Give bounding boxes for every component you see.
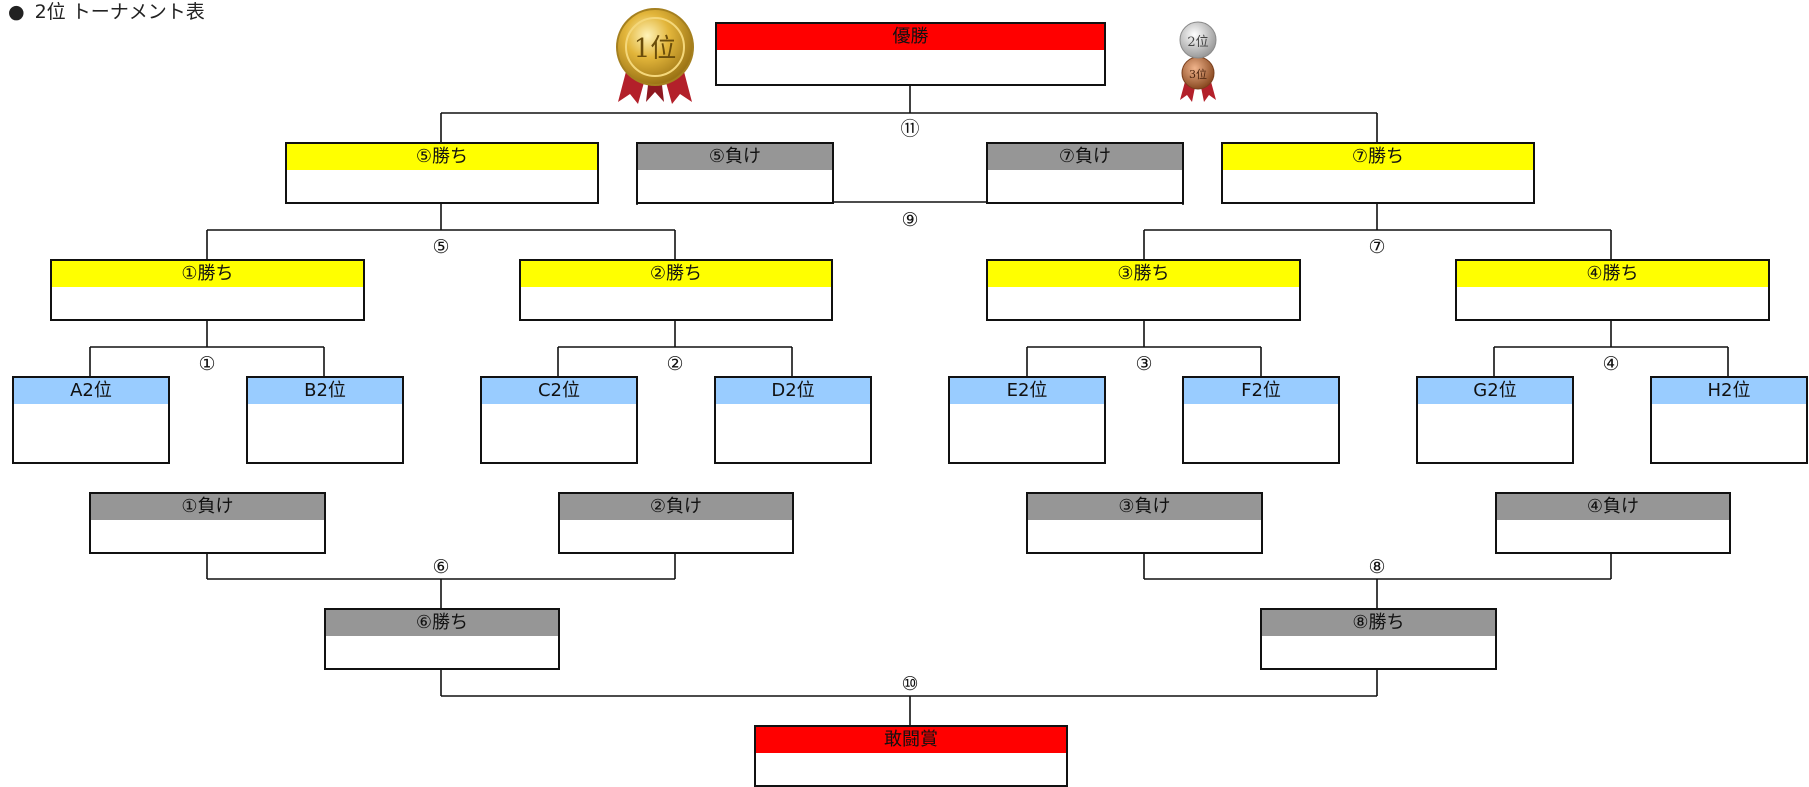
seed-e2-label: E2位 bbox=[950, 378, 1104, 404]
lose4-box: ④負け bbox=[1495, 492, 1731, 554]
seed-d2-label: D2位 bbox=[716, 378, 870, 404]
lose3-box: ③負け bbox=[1026, 492, 1263, 554]
win7-label: ⑦勝ち bbox=[1223, 144, 1533, 170]
gold-medal-label: 1位 bbox=[634, 34, 677, 64]
lose5-label: ⑤負け bbox=[638, 144, 832, 170]
match-number-6: ⑥ bbox=[426, 556, 456, 578]
seed-h2-label: H2位 bbox=[1652, 378, 1806, 404]
win1-box: ①勝ち bbox=[50, 259, 365, 321]
match-number-4: ④ bbox=[1596, 353, 1626, 375]
seed-a2-box: A2位 bbox=[12, 376, 170, 464]
page-title: ● 2位 トーナメント表 bbox=[8, 0, 205, 24]
match-number-11: ⑪ bbox=[895, 118, 925, 140]
match-number-10: ⑩ bbox=[895, 673, 925, 695]
lose7-label: ⑦負け bbox=[988, 144, 1182, 170]
seed-e2-box: E2位 bbox=[948, 376, 1106, 464]
seed-c2-label: C2位 bbox=[482, 378, 636, 404]
gold-medal-icon: 1位 bbox=[616, 8, 694, 104]
win3-box: ③勝ち bbox=[986, 259, 1301, 321]
win5-label: ⑤勝ち bbox=[287, 144, 597, 170]
title-bullet: ● bbox=[8, 1, 25, 23]
seed-a2-label: A2位 bbox=[14, 378, 168, 404]
fighting-spirit-box: 敢闘賞 bbox=[754, 725, 1068, 787]
match-number-3: ③ bbox=[1129, 353, 1159, 375]
lose1-box: ①負け bbox=[89, 492, 326, 554]
lose2-label: ②負け bbox=[560, 494, 792, 520]
seed-c2-box: C2位 bbox=[480, 376, 638, 464]
lose2-box: ②負け bbox=[558, 492, 794, 554]
win5-box: ⑤勝ち bbox=[285, 142, 599, 204]
match-number-8: ⑧ bbox=[1362, 556, 1392, 578]
silver-bronze-medals-icon: 3位 2位 bbox=[1179, 21, 1217, 102]
lose7-box: ⑦負け bbox=[986, 142, 1184, 204]
match-number-7: ⑦ bbox=[1362, 236, 1392, 258]
seed-b2-label: B2位 bbox=[248, 378, 402, 404]
seed-b2-box: B2位 bbox=[246, 376, 404, 464]
win7-box: ⑦勝ち bbox=[1221, 142, 1535, 204]
win2-label: ②勝ち bbox=[521, 261, 831, 287]
win4-label: ④勝ち bbox=[1457, 261, 1768, 287]
seed-f2-box: F2位 bbox=[1182, 376, 1340, 464]
win6-box: ⑥勝ち bbox=[324, 608, 560, 670]
match-number-5: ⑤ bbox=[426, 236, 456, 258]
win4-box: ④勝ち bbox=[1455, 259, 1770, 321]
seed-g2-box: G2位 bbox=[1416, 376, 1574, 464]
match-number-2: ② bbox=[660, 353, 690, 375]
silver-medal-label: 2位 bbox=[1187, 35, 1208, 50]
win8-label: ⑧勝ち bbox=[1262, 610, 1495, 636]
lose1-label: ①負け bbox=[91, 494, 324, 520]
lose4-label: ④負け bbox=[1497, 494, 1729, 520]
match-number-1: ① bbox=[192, 353, 222, 375]
seed-g2-label: G2位 bbox=[1418, 378, 1572, 404]
win3-label: ③勝ち bbox=[988, 261, 1299, 287]
seed-d2-box: D2位 bbox=[714, 376, 872, 464]
champion-box: 優勝 bbox=[715, 22, 1106, 86]
fighting-spirit-label: 敢闘賞 bbox=[756, 727, 1066, 753]
title-text: 2位 トーナメント表 bbox=[34, 1, 205, 23]
seed-h2-box: H2位 bbox=[1650, 376, 1808, 464]
bronze-medal-label: 3位 bbox=[1189, 67, 1207, 81]
seed-f2-label: F2位 bbox=[1184, 378, 1338, 404]
lose5-box: ⑤負け bbox=[636, 142, 834, 204]
win6-label: ⑥勝ち bbox=[326, 610, 558, 636]
match-number-9: ⑨ bbox=[895, 209, 925, 231]
win8-box: ⑧勝ち bbox=[1260, 608, 1497, 670]
win2-box: ②勝ち bbox=[519, 259, 833, 321]
win1-label: ①勝ち bbox=[52, 261, 363, 287]
champion-label: 優勝 bbox=[717, 24, 1104, 50]
lose3-label: ③負け bbox=[1028, 494, 1261, 520]
